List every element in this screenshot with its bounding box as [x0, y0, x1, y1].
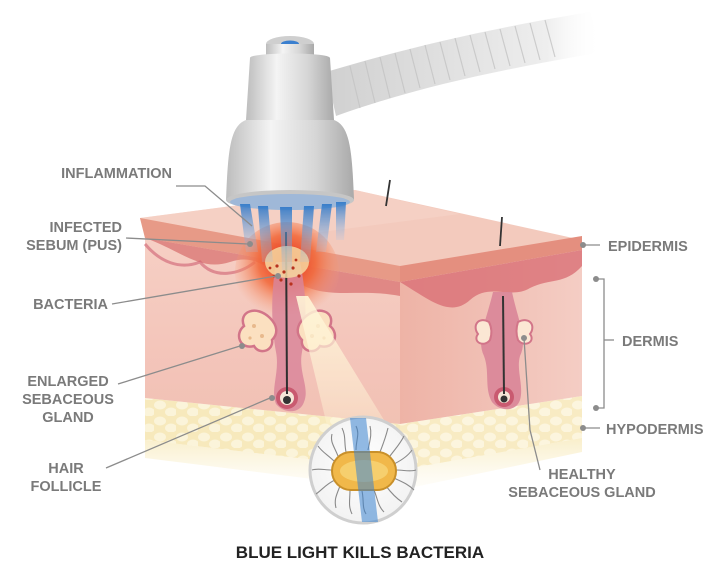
label-dermis: DERMIS [622, 334, 679, 350]
label-enlarged-line2: SEBACEOUS [22, 392, 114, 408]
label-infected-sebum-line1: INFECTED [50, 220, 123, 236]
label-infected-sebum-line2: SEBUM (PUS) [26, 238, 122, 254]
label-epidermis: EPIDERMIS [608, 239, 688, 255]
label-hair-follicle-line2: FOLLICLE [31, 479, 102, 495]
healthy-sebaceous-gland [476, 320, 492, 344]
label-healthy-line1: HEALTHY [548, 467, 616, 483]
device-hose [326, 12, 602, 116]
label-enlarged-line3: GLAND [42, 410, 94, 426]
label-healthy-line2: SEBACEOUS GLAND [508, 485, 655, 501]
label-bacteria: BACTERIA [33, 297, 108, 313]
label-inflammation: INFLAMMATION [61, 166, 172, 182]
label-hypodermis: HYPODERMIS [606, 422, 704, 438]
label-hair-follicle-line1: HAIR [48, 461, 84, 477]
label-enlarged-line1: ENLARGED [27, 374, 108, 390]
magnified-bacterium [310, 417, 416, 523]
diagram-caption: BLUE LIGHT KILLS BACTERIA [236, 543, 484, 562]
